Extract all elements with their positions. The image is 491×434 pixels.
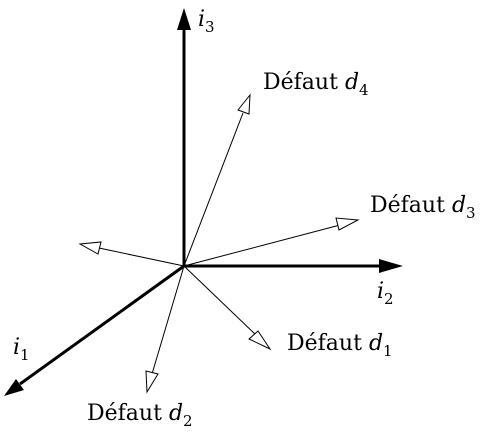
defect-d2-label: Défaut d2 [87,401,193,430]
axis-i2-label: i2 [377,279,394,308]
defect-d3-label: Défaut d3 [370,193,476,222]
axis-i1-label: i1 [13,335,30,364]
defect-d4-shaft [183,112,244,267]
defect-d4-label: Défaut d4 [263,70,369,99]
defect-d1-shaft [183,265,257,336]
defect-d4-arrowhead [237,93,251,115]
defect-d2-shaft [151,265,185,375]
unlabeled-vector-shaft [98,247,185,267]
defect-d3-shaft [183,224,341,267]
defect-d1-arrowhead [248,330,272,351]
axis-i1-arrowhead [4,379,24,396]
defect-d2-arrowhead [145,370,159,394]
axis-i2-arrowhead [379,259,403,273]
defect-d1-label: Défaut d1 [287,331,393,360]
unlabeled-vector-arrowhead [78,241,102,255]
axis-i3-arrowhead [177,8,191,30]
axis-i1-shaft [19,264,185,386]
axis-i3-label: i3 [198,7,215,36]
defect-d3-arrowhead [335,217,360,231]
